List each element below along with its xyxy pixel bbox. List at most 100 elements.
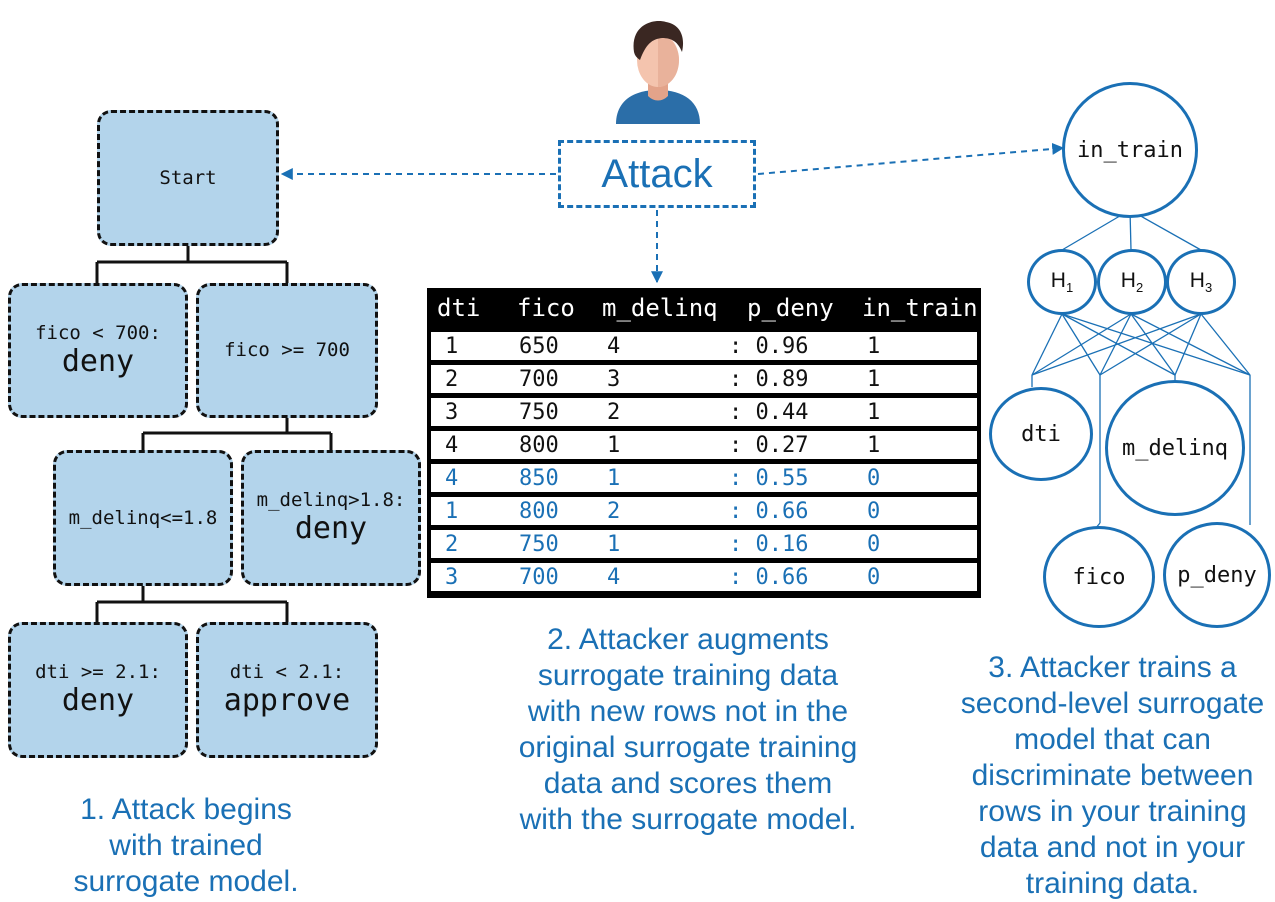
tree-node-fico-lt-700: fico < 700: deny [8, 283, 188, 418]
tree-node-condition: m_delinq>1.8: [256, 489, 406, 512]
cell-m-delinq: 4 [607, 333, 621, 359]
caption-line: with trained [109, 829, 263, 862]
tree-connectors [95, 246, 333, 622]
tree-node-mdelinq-le: m_delinq<=1.8 [53, 450, 233, 586]
tree-node-label: Start [159, 166, 217, 189]
cell-dti: 2 [445, 531, 459, 557]
cell-in-train: 1 [867, 432, 881, 458]
cell-fico: 650 [519, 333, 559, 359]
table-header: dti fico m_delinq p_deny in_train [427, 288, 981, 328]
caption-line: 3. Attacker trains a [988, 651, 1237, 684]
tree-node-dti-lt: dti < 2.1: approve [196, 622, 378, 758]
caption-line: rows in your training [978, 795, 1247, 828]
node-label: dti [1021, 421, 1061, 447]
cell-in-train: 1 [867, 333, 881, 359]
cell-in-train: 0 [867, 564, 881, 590]
caption-line: 2. Attacker augments [547, 623, 829, 656]
cell-p-deny: : 0.16 [729, 531, 809, 557]
surrogate-data-table: dti fico m_delinq p_deny in_train 1 650 … [427, 288, 981, 598]
cell-dti: 3 [445, 564, 459, 590]
tree-node-condition: fico < 700: [35, 321, 161, 344]
caption-line: with the surrogate model. [519, 803, 857, 836]
cell-in-train: 0 [867, 465, 881, 491]
tree-node-condition: m_delinq<=1.8 [68, 506, 218, 529]
tree-node-start: Start [97, 110, 279, 246]
caption-line: second-level surrogate [960, 687, 1265, 720]
table-row: 2 700 3 : 0.89 1 [431, 365, 977, 393]
network-input-node-m-delinq: m_delinq [1105, 380, 1245, 516]
caption-line: training data. [1025, 867, 1200, 900]
network-input-node-p-deny: p_deny [1163, 522, 1271, 628]
column-header: in_train [862, 294, 978, 322]
network-hidden-node: H3 [1166, 249, 1236, 315]
cell-fico: 700 [519, 366, 559, 392]
table-row: 1 800 2 : 0.66 0 [431, 497, 977, 525]
caption-step-2: 2. Attacker augments surrogate training … [498, 622, 878, 838]
node-label: H3 [1189, 268, 1213, 296]
cell-fico: 800 [519, 498, 559, 524]
cell-p-deny: : 0.66 [729, 564, 809, 590]
network-hidden-node: H2 [1097, 249, 1167, 315]
caption-line: original surrogate training [518, 731, 858, 764]
cell-p-deny: : 0.27 [729, 432, 809, 458]
column-header: m_delinq [602, 294, 718, 322]
cell-p-deny: : 0.96 [729, 333, 809, 359]
tree-node-decision: approve [223, 683, 351, 719]
network-input-node-fico: fico [1043, 526, 1155, 628]
tree-node-decision: deny [294, 511, 368, 547]
cell-in-train: 1 [867, 399, 881, 425]
cell-m-delinq: 1 [607, 432, 621, 458]
tree-node-decision: deny [61, 683, 135, 719]
tree-node-decision: deny [61, 343, 135, 379]
table-row: 4 850 1 : 0.55 0 [431, 464, 977, 492]
node-label: m_delinq [1122, 435, 1228, 461]
tree-node-condition: dti < 2.1: [229, 661, 345, 684]
column-header: fico [517, 294, 575, 322]
tree-node-condition: dti >= 2.1: [35, 661, 161, 684]
attack-box: Attack [558, 140, 756, 208]
caption-line: discriminate between [971, 759, 1254, 792]
cell-in-train: 1 [867, 366, 881, 392]
table-row: 3 700 4 : 0.66 0 [431, 563, 977, 591]
cell-in-train: 0 [867, 531, 881, 557]
cell-dti: 4 [445, 465, 459, 491]
table-row: 2 750 1 : 0.16 0 [431, 530, 977, 558]
caption-line: with new rows not in the [527, 695, 849, 728]
node-label: p_deny [1177, 562, 1257, 588]
cell-p-deny: : 0.66 [729, 498, 809, 524]
column-header: p_deny [747, 294, 834, 322]
caption-line: 1. Attack begins [80, 793, 292, 826]
cell-fico: 800 [519, 432, 559, 458]
node-label: H2 [1120, 268, 1144, 296]
cell-in-train: 0 [867, 498, 881, 524]
person-avatar-icon [616, 21, 700, 124]
cell-fico: 750 [519, 399, 559, 425]
cell-dti: 3 [445, 399, 459, 425]
node-label: H1 [1050, 268, 1074, 296]
cell-m-delinq: 1 [607, 531, 621, 557]
caption-line: data and scores them [543, 767, 833, 800]
caption-line: surrogate model. [73, 865, 299, 898]
table-row: 1 650 4 : 0.96 1 [431, 332, 977, 360]
tree-node-dti-ge: dti >= 2.1: deny [8, 622, 188, 758]
cell-dti: 2 [445, 366, 459, 392]
cell-m-delinq: 2 [607, 399, 621, 425]
caption-line: data and not in your [979, 831, 1246, 864]
cell-dti: 4 [445, 432, 459, 458]
caption-line: model that can [1014, 723, 1211, 756]
network-hidden-node: H1 [1027, 249, 1097, 315]
cell-dti: 1 [445, 333, 459, 359]
table-row: 3 750 2 : 0.44 1 [431, 398, 977, 426]
cell-p-deny: : 0.44 [729, 399, 809, 425]
cell-fico: 850 [519, 465, 559, 491]
cell-fico: 700 [519, 564, 559, 590]
arrow-to-network [757, 142, 1065, 175]
cell-fico: 750 [519, 531, 559, 557]
tree-node-fico-ge-700: fico >= 700 [196, 283, 378, 418]
node-label: in_train [1077, 137, 1183, 163]
caption-step-1: 1. Attack begins with trained surrogate … [36, 792, 336, 900]
cell-m-delinq: 3 [607, 366, 621, 392]
cell-m-delinq: 4 [607, 564, 621, 590]
cell-m-delinq: 1 [607, 465, 621, 491]
cell-p-deny: : 0.55 [729, 465, 809, 491]
